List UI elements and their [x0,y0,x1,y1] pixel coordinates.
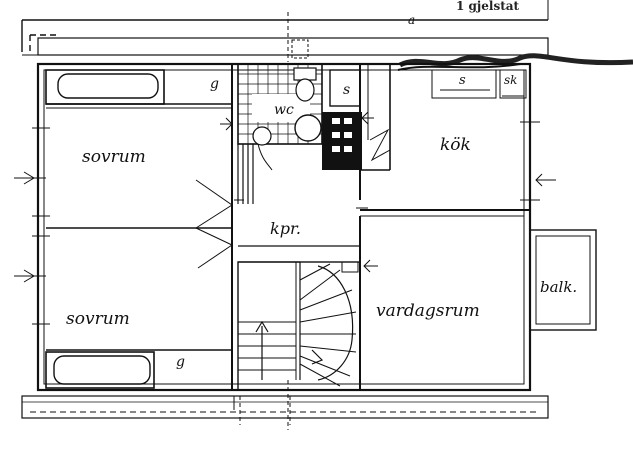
room-label-kok: kök [440,135,471,155]
round-tank-icon [294,114,322,142]
bathtub-bottom [45,351,155,389]
room-label-kpr: kpr. [270,219,301,238]
kitchen-dimension-marks [431,69,527,99]
toilet-icon [293,67,317,102]
ink-smudge [398,53,633,68]
top-eave-band [21,0,549,62]
sink-icon [252,126,272,146]
room-label-balk: balk. [540,278,577,296]
room-label-wc: wc [274,102,294,118]
header-text: 1 gjelstat [456,0,520,13]
room-label-sovrum-bottom: sovrum [66,309,130,329]
door-markers [220,111,378,273]
chimney-block [322,112,391,170]
room-label-sovrum-top: sovrum [82,147,146,167]
bottom-eave-band [21,395,549,425]
window-marks-right [520,121,556,201]
room-label-g-top: g [210,76,219,92]
balcony [529,229,597,331]
room-label-s-kitchen: s [459,73,466,88]
bathtub-top [45,69,165,105]
stair-rail-top [237,143,273,204]
room-label-vardagsrum: vardagsrum [376,301,480,321]
window-marks-left [14,127,50,325]
room-label-sk: sk [504,73,517,87]
room-label-s-bath: s [343,82,350,98]
room-label-g-bottom: g [176,354,185,370]
scale-marker-label: a [408,13,415,27]
staircase [237,261,361,391]
